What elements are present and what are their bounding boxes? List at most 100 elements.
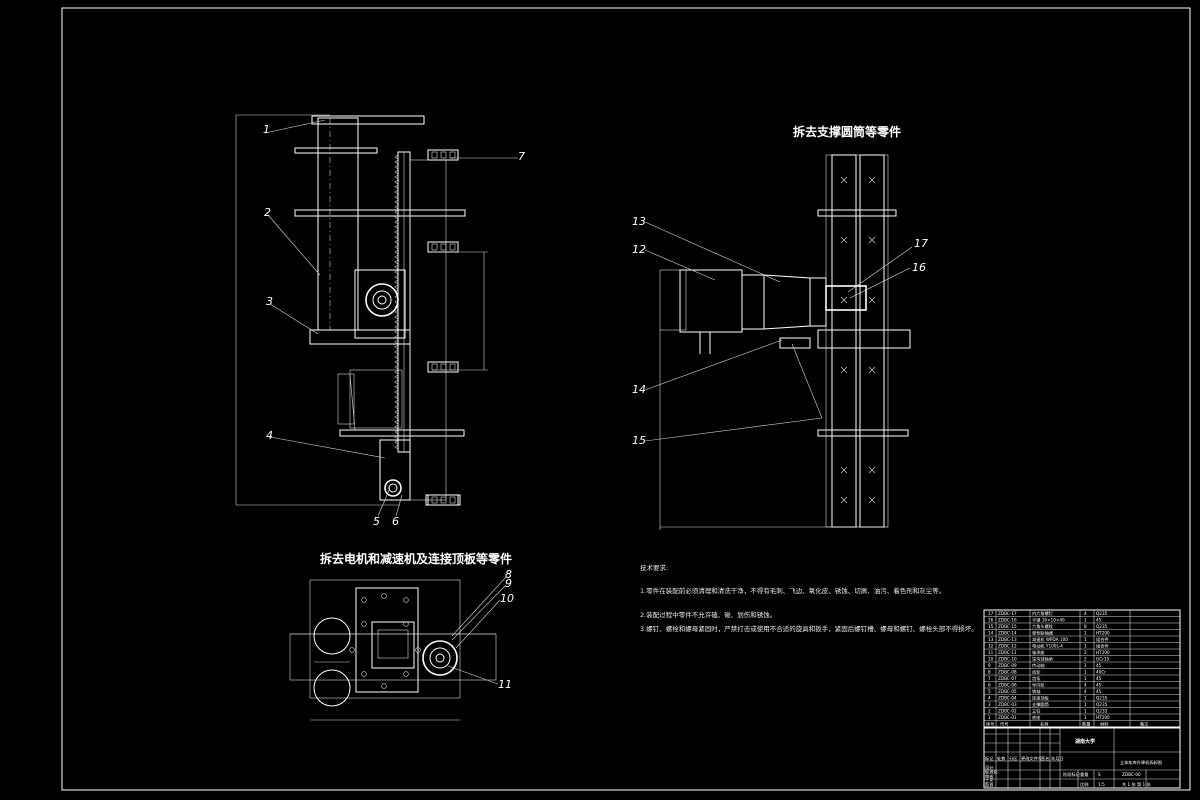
tb-cell-weight-label: 重量 — [1080, 771, 1088, 778]
tb-cell-stage-label: 阶段标记 — [1063, 771, 1081, 778]
left-view-title: 拆去电机和减速机及连接顶板等零件 — [320, 551, 512, 566]
parts-header-cell: 材料 — [1100, 720, 1109, 727]
bolt-hole — [403, 671, 409, 677]
right-view-title: 拆去支撑圆筒等零件 — [793, 124, 901, 139]
parts-row-name: 六角头螺栓 — [1032, 623, 1054, 630]
parts-row-material: Q235 — [1096, 611, 1108, 616]
parts-row-seq: 14 — [988, 630, 994, 635]
sheet-count: 共 1 张 第 1 张 — [1122, 781, 1152, 788]
parts-row-name: 底座 — [1032, 714, 1040, 721]
bolt-hole — [403, 597, 409, 603]
bolt-hole — [349, 647, 355, 653]
tb-header-cell: 年月日 — [1051, 755, 1064, 762]
parts-row-code: ZDBC-09 — [998, 663, 1017, 668]
tb-header-cell: 更改文件号 — [1021, 755, 1042, 762]
part-label-6: 6 — [392, 515, 399, 528]
part-label-2: 2 — [264, 206, 271, 219]
parts-row-qty: 2 — [1084, 656, 1087, 661]
parts-row-material: HT200 — [1096, 650, 1110, 655]
part-label-14: 14 — [632, 383, 646, 396]
parts-row-seq: 9 — [988, 663, 991, 668]
parts-row-material: Q235 — [1096, 702, 1108, 707]
tb-role-cell: 工艺 — [985, 778, 993, 783]
parts-row-qty: 8 — [1084, 624, 1087, 629]
parts-row-seq: 12 — [988, 643, 994, 648]
part-label-1: 1 — [263, 123, 270, 136]
tb-header-cell: 标记 — [985, 755, 994, 762]
parts-row-code: ZDBC-02 — [998, 708, 1017, 713]
tb-cell-scale-label: 比例 — [1080, 781, 1088, 788]
parts-row-code: ZDBC-17 — [998, 611, 1017, 616]
parts-row-name: 传动轴 — [1032, 662, 1045, 669]
parts-row-seq: 17 — [988, 611, 994, 616]
notes-heading: 技术要求: — [640, 563, 668, 572]
bearing-block — [427, 241, 459, 253]
parts-row-seq: 13 — [988, 637, 994, 642]
parts-row-name: 立柱 — [1032, 707, 1041, 714]
parts-row-seq: 16 — [988, 617, 994, 622]
parts-row-qty: 1 — [1084, 630, 1087, 635]
drawing-frame — [61, 7, 1191, 791]
tb-header-cell: 处数 — [997, 755, 1006, 762]
bearing-block — [427, 149, 459, 161]
parts-row-seq: 1 — [988, 715, 991, 720]
parts-row-code: ZDBC-03 — [998, 702, 1017, 707]
part-label-10: 10 — [500, 592, 514, 605]
gear-icon — [365, 283, 399, 317]
bolt-hole — [361, 597, 367, 603]
parts-row-material: 组合件 — [1096, 642, 1109, 649]
bearing-block — [427, 361, 459, 373]
parts-row-name: 轴承座 — [1032, 649, 1045, 656]
parts-row-qty: 4 — [1084, 611, 1087, 616]
parts-row-code: ZDBC-08 — [998, 669, 1017, 674]
parts-row-seq: 8 — [988, 669, 991, 674]
part-label-8: 8 — [505, 568, 512, 581]
parts-row-code: ZDBC-16 — [998, 617, 1017, 622]
parts-row-qty: 1 — [1084, 702, 1087, 707]
bolt-hole — [381, 683, 387, 689]
parts-row-qty: 1 — [1084, 695, 1087, 700]
parts-row-name: 支撑圆筒 — [1032, 701, 1049, 708]
parts-row-seq: 3 — [988, 702, 991, 707]
bolt-hole — [361, 671, 367, 677]
bolt-hole — [403, 621, 409, 627]
parts-row-code: ZDBC-05 — [998, 689, 1017, 694]
parts-row-seq: 5 — [988, 689, 991, 694]
parts-row-code: ZDBC-01 — [998, 715, 1017, 720]
parts-row-qty: 1 — [1084, 669, 1087, 674]
title-block: 标记处数分区更改文件号签名年月日设计标准化审核工艺批准 湖南大学 立体车库升降机… — [983, 727, 1181, 789]
parts-row-qty: 1 — [1084, 708, 1087, 713]
notes-line-3: 3.螺钉、螺栓和螺母紧固时，严禁打击或使用不合适的旋具和扳手，紧固后螺钉槽、螺母… — [640, 624, 978, 633]
parts-row-qty: 1 — [1084, 643, 1087, 648]
parts-row-name: 连接顶板 — [1032, 694, 1050, 701]
tb-role-cell: 设计 — [985, 764, 993, 771]
tb-role-cell: 审核 — [985, 773, 994, 780]
parts-row-code: ZDBC-15 — [998, 624, 1017, 629]
bolt-hole — [361, 621, 367, 627]
technical-notes: 技术要求: 1.零件在装配前必须清理和清洗干净，不得有毛刺、飞边、氧化皮、锈蚀、… — [640, 563, 978, 633]
part-label-7: 7 — [518, 150, 525, 163]
part-label-17: 17 — [914, 237, 928, 250]
parts-row-seq: 10 — [988, 656, 994, 661]
parts-row-name: 弹性联轴器 — [1032, 629, 1054, 636]
parts-row-code: ZDBC-07 — [998, 676, 1017, 681]
part-label-11: 11 — [498, 678, 512, 691]
tb-role-cell: 标准化 — [985, 768, 998, 775]
parts-row-code: ZDBC-11 — [998, 650, 1017, 655]
parts-header-cell: 备注 — [1140, 720, 1149, 727]
parts-row-seq: 2 — [988, 708, 991, 713]
drawing-name: 立体车库升降机拆卸图 — [1120, 759, 1162, 766]
parts-row-material: HT200 — [1096, 630, 1110, 635]
parts-row-code: ZDBC-04 — [998, 695, 1017, 700]
parts-row-material: 40Cr — [1096, 669, 1106, 674]
bottom-plan-view — [289, 576, 507, 721]
parts-row-name: 齿条 — [1032, 675, 1041, 682]
parts-row-seq: 7 — [988, 676, 991, 681]
parts-row-seq: 15 — [988, 624, 994, 629]
parts-row-material: Q235 — [1096, 695, 1108, 700]
part-label-12: 12 — [632, 243, 646, 256]
parts-row-name: 齿轮 — [1032, 668, 1041, 675]
parts-row-material: 45 — [1096, 617, 1102, 622]
